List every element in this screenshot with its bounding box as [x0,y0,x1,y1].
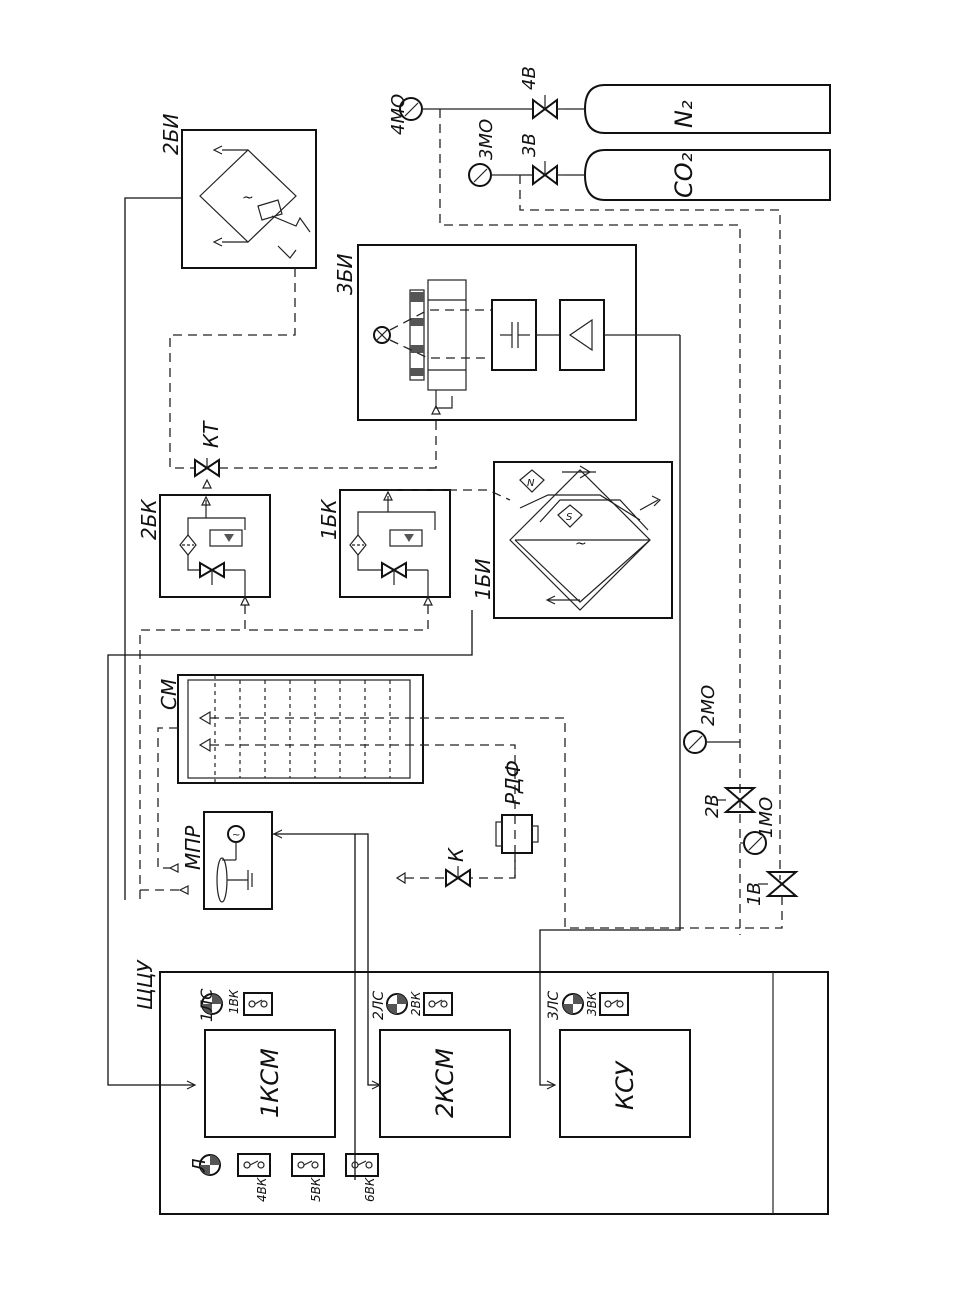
block-2bi: ~ [181,129,317,269]
block-2bk [159,494,271,598]
label-2vk: 2ВК [409,991,423,1016]
label-2ksm: 2КСМ [431,1048,459,1118]
label-1vk: 1ВК [227,989,241,1014]
switch-6vk-icon[interactable] [345,1153,379,1177]
label-6vk: 6ВК [363,1177,377,1202]
block-cm [177,674,740,929]
lamp-l-icon [199,1154,221,1176]
label-1v: 1В [744,882,765,906]
svg-text:~: ~ [242,190,254,206]
label-1ls: 1ЛС [197,988,216,1022]
valve-2v-icon [716,787,757,813]
label-1bi: 1БИ [471,559,495,600]
label-n2: N₂ [670,100,698,128]
lamp-2ls-icon [386,993,408,1015]
label-2bi: 2БИ [159,114,183,155]
switch-1vk-icon[interactable] [243,992,273,1016]
label-4mo: 4МО [388,94,409,135]
gauge-3mo-icon [468,163,492,187]
label-3vk: 3ВК [585,991,599,1016]
switch-4vk-icon[interactable] [237,1153,271,1177]
lamp-3ls-icon [562,993,584,1015]
valve-kt-icon [194,458,220,489]
block-mpr: ~ [168,811,273,910]
switch-5vk-icon[interactable] [291,1153,325,1177]
svg-text:~: ~ [232,830,240,841]
lamp-1ls-icon [201,993,223,1015]
label-3v: 3В [519,133,540,157]
label-1ksm: 1КСМ [256,1048,284,1118]
valve-1v-icon [758,871,799,897]
label-rdf: РДФ [501,760,525,805]
label-2ls: 2ЛС [371,991,387,1020]
valve-3v-icon [532,161,558,186]
label-3bi: 3БИ [333,254,357,295]
label-k: К [444,847,468,862]
switch-2vk-icon[interactable] [423,992,453,1016]
label-5vk: 5ВК [309,1177,323,1202]
label-4v: 4В [519,66,540,90]
label-kt: КТ [199,420,223,448]
n2-cylinder [565,84,831,134]
lamp-icon [373,326,391,344]
regulator-rdf-icon [495,814,539,854]
label-l: Л [189,1158,210,1173]
label-3ls: 3ЛС [546,991,562,1020]
valve-k-icon [445,866,471,888]
label-mpr: МПР [181,825,205,870]
label-2bk: 2БК [137,499,161,540]
label-cm: СМ [157,679,181,710]
svg-text:S: S [566,512,573,523]
gauge-2mo-icon [683,730,707,754]
label-1mo: 1МО [756,797,777,838]
valve-4v-icon [532,95,558,120]
label-ksu: КСУ [611,1060,639,1110]
svg-text:N: N [527,478,535,489]
switch-3vk-icon[interactable] [599,992,629,1016]
label-2mo: 2МО [698,685,719,726]
block-3bi [357,244,680,421]
label-1bk: 1БК [317,499,341,540]
label-2v: 2В [702,794,723,818]
label-3mo: 3МО [476,119,497,160]
label-shchu: ЩЦУ [133,959,157,1010]
label-co2: CO₂ [670,152,698,198]
control-panel-shchu [159,971,829,1215]
block-1bi: ~ N S [493,461,673,619]
block-1bk [339,489,451,598]
label-4vk: 4ВК [255,1177,269,1202]
svg-text:~: ~ [575,536,587,552]
co2-cylinder [565,149,831,201]
